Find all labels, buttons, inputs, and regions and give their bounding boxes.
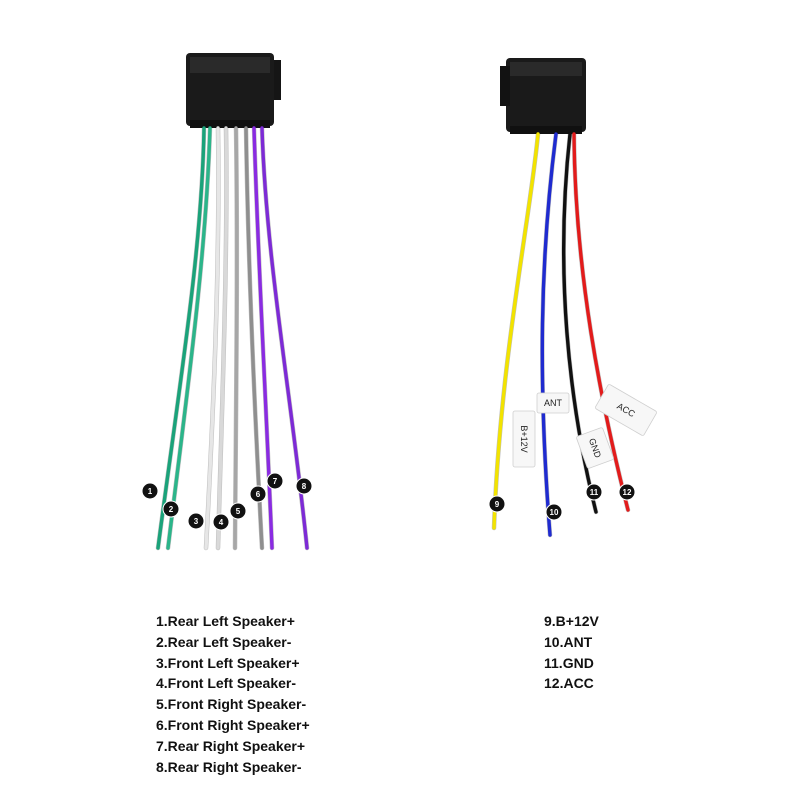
wire-badge-3: 3 bbox=[187, 512, 205, 530]
legend-power-wires: 9.B+12V 10.ANT 11.GND 12.ACC bbox=[544, 611, 599, 694]
legend-right-item: 11.GND bbox=[544, 654, 594, 671]
wire-number: 1 bbox=[148, 487, 153, 496]
wire-badge-11: 11 bbox=[585, 483, 603, 501]
legend-right-item: 9.B+12V bbox=[544, 613, 599, 629]
legend-left-item: 4.Front Left Speaker- bbox=[156, 675, 297, 692]
speaker-wire-2 bbox=[165, 125, 213, 551]
power-connector-body bbox=[506, 58, 586, 132]
speaker-wire-4 bbox=[215, 125, 229, 551]
wire-tag-ant: ANT bbox=[536, 392, 570, 414]
legend-left-item: 6.Front Right Speaker+ bbox=[156, 716, 310, 733]
wire-number: 12 bbox=[623, 488, 632, 497]
wire-number: 8 bbox=[302, 482, 307, 491]
wire-tag-label: ANT bbox=[544, 398, 563, 408]
speaker-wire-3 bbox=[203, 125, 221, 551]
legend-left-item: 8.Rear Right Speaker- bbox=[156, 758, 302, 775]
legend-left-item: 5.Front Right Speaker- bbox=[156, 696, 307, 713]
wire-badge-12: 12 bbox=[618, 483, 636, 501]
speaker-wire-5 bbox=[232, 125, 240, 551]
wire-number: 9 bbox=[495, 500, 500, 509]
speaker-wires bbox=[155, 125, 310, 551]
power-connector bbox=[500, 58, 586, 134]
legend-left-item: 2.Rear Left Speaker- bbox=[156, 633, 292, 650]
wire-number: 3 bbox=[194, 517, 199, 526]
legend-speaker-wires: 1.Rear Left Speaker+ 2.Rear Left Speaker-… bbox=[156, 611, 310, 777]
wire-tag-b-12v: B+12V bbox=[512, 410, 536, 468]
wire-number: 11 bbox=[590, 488, 599, 497]
wire-number: 10 bbox=[550, 508, 559, 517]
power-wires bbox=[491, 131, 631, 538]
wire-badge-7: 7 bbox=[266, 472, 284, 490]
speaker-wire-7 bbox=[251, 125, 275, 551]
wire-number: 6 bbox=[256, 490, 261, 499]
wire-number: 4 bbox=[219, 518, 224, 527]
wire-tag-acc: ACC bbox=[595, 384, 657, 436]
wire-badge-8: 8 bbox=[295, 477, 313, 495]
power-wire-10 bbox=[540, 131, 559, 538]
wire-tag-gnd: GND bbox=[576, 427, 614, 469]
legend-left-item: 1.Rear Left Speaker+ bbox=[156, 613, 295, 629]
wire-badge-10: 10 bbox=[545, 503, 563, 521]
wire-badge-1: 1 bbox=[141, 482, 159, 500]
wire-tag-label: B+12V bbox=[519, 425, 529, 452]
wire-badge-9: 9 bbox=[488, 495, 506, 513]
wire-number: 7 bbox=[273, 477, 278, 486]
power-wire-11 bbox=[561, 131, 599, 515]
wire-number: 2 bbox=[169, 505, 174, 514]
wire-badge-2: 2 bbox=[162, 500, 180, 518]
legend-left-item: 3.Front Left Speaker+ bbox=[156, 654, 300, 671]
wire-badge-5: 5 bbox=[229, 502, 247, 520]
power-wire-12 bbox=[571, 131, 631, 513]
power-wire-9 bbox=[491, 131, 541, 531]
wire-badge-4: 4 bbox=[212, 513, 230, 531]
speaker-wire-1 bbox=[155, 125, 207, 551]
legend-right-item: 10.ANT bbox=[544, 633, 593, 650]
speaker-connector bbox=[186, 53, 281, 128]
wire-badge-6: 6 bbox=[249, 485, 267, 503]
legend-right-item: 12.ACC bbox=[544, 675, 594, 692]
wire-number: 5 bbox=[236, 507, 241, 516]
legend-left-item: 7.Rear Right Speaker+ bbox=[156, 737, 306, 754]
